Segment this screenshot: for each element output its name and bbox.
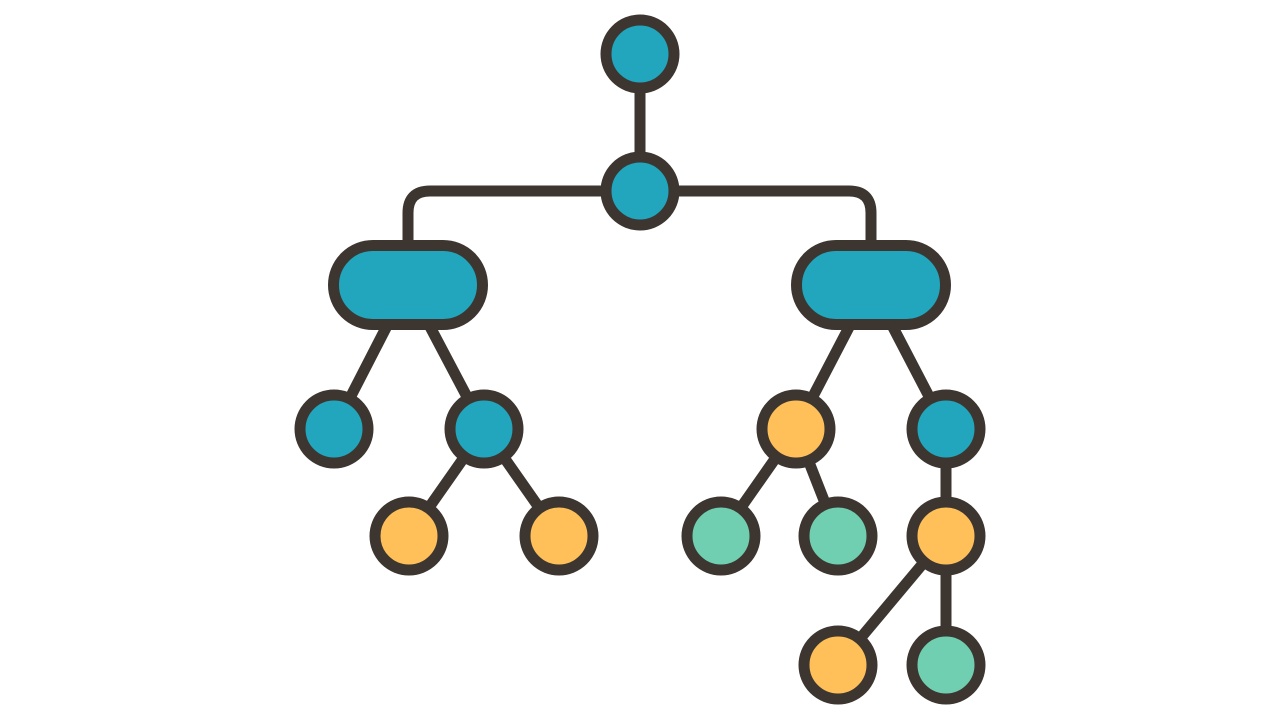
- node-left-branch-child-2: [519, 496, 599, 576]
- edges-layer: [328, 48, 952, 671]
- node-right-group: [791, 240, 951, 330]
- node-right-blue: [906, 389, 986, 469]
- node-right-blue-child: [906, 496, 986, 576]
- node-root: [600, 14, 680, 94]
- node-left-branch: [444, 389, 524, 469]
- node-left-group: [328, 240, 488, 330]
- edge-hub-to-right-group: [634, 185, 877, 251]
- node-deep-child-1: [798, 625, 878, 705]
- node-right-yellow-child-2: [798, 496, 878, 576]
- node-deep-child-2: [906, 625, 986, 705]
- node-right-yellow: [756, 389, 836, 469]
- edge-hub-to-left-group: [402, 185, 646, 251]
- node-hub: [600, 151, 680, 231]
- node-left-leaf: [294, 389, 374, 469]
- node-left-branch-child-1: [369, 496, 449, 576]
- node-right-yellow-child-1: [681, 496, 761, 576]
- nodes-layer: [294, 14, 986, 705]
